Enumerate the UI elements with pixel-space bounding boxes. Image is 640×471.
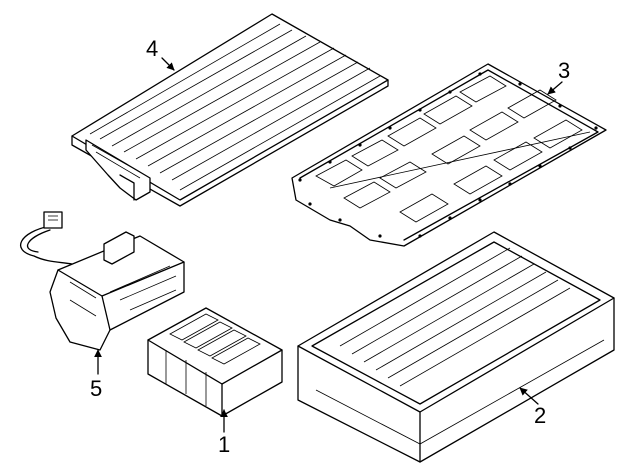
leader-2	[519, 387, 539, 405]
callout-leaders	[94, 57, 563, 433]
callout-2[interactable]: 2	[534, 403, 546, 428]
callout-4[interactable]: 4	[146, 36, 158, 61]
part-3-gasket[interactable]	[291, 63, 607, 247]
part-4-cover-panel[interactable]	[71, 13, 389, 207]
leader-3	[547, 81, 563, 95]
callout-5[interactable]: 5	[90, 376, 102, 401]
callout-3[interactable]: 3	[558, 58, 570, 83]
part-5-control-module[interactable]	[20, 211, 185, 351]
part-2-battery-tray[interactable]	[297, 231, 615, 463]
leader-4	[161, 57, 175, 71]
part-1-battery-module[interactable]	[147, 307, 283, 417]
callout-1[interactable]: 1	[218, 432, 230, 457]
